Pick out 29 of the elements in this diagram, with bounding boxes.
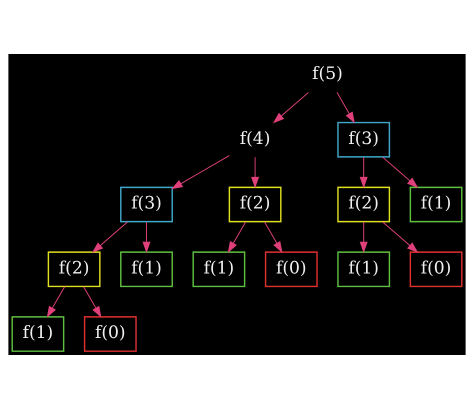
arrow [360, 221, 368, 253]
node-box: f(3) [120, 186, 173, 222]
node-box: f(1) [12, 316, 64, 352]
arrow [336, 91, 355, 123]
node-box: f(2) [48, 250, 101, 287]
arrow [382, 221, 418, 252]
arrow [171, 154, 230, 189]
node-box: f(1) [337, 250, 390, 287]
arrow [228, 221, 246, 252]
node-text: f(4) [240, 128, 270, 148]
node-box: f(1) [410, 186, 462, 222]
arrow [272, 91, 309, 123]
node-box: f(0) [84, 316, 137, 352]
node-text: f(5) [312, 64, 343, 84]
arrow [360, 156, 368, 188]
arrow [92, 221, 128, 252]
arrow [264, 221, 282, 252]
node-box: f(0) [264, 250, 318, 287]
node-box: f(1) [120, 250, 173, 287]
arrow [382, 156, 418, 188]
arrow [83, 286, 102, 318]
node-box: f(1) [192, 250, 246, 287]
arrow [142, 221, 151, 253]
arrow [251, 156, 260, 188]
node-box: f(2) [337, 186, 390, 222]
node-box: f(3) [337, 121, 390, 158]
node-box: f(0) [410, 250, 462, 287]
node-box: f(2) [228, 186, 282, 222]
arrow [46, 286, 66, 318]
